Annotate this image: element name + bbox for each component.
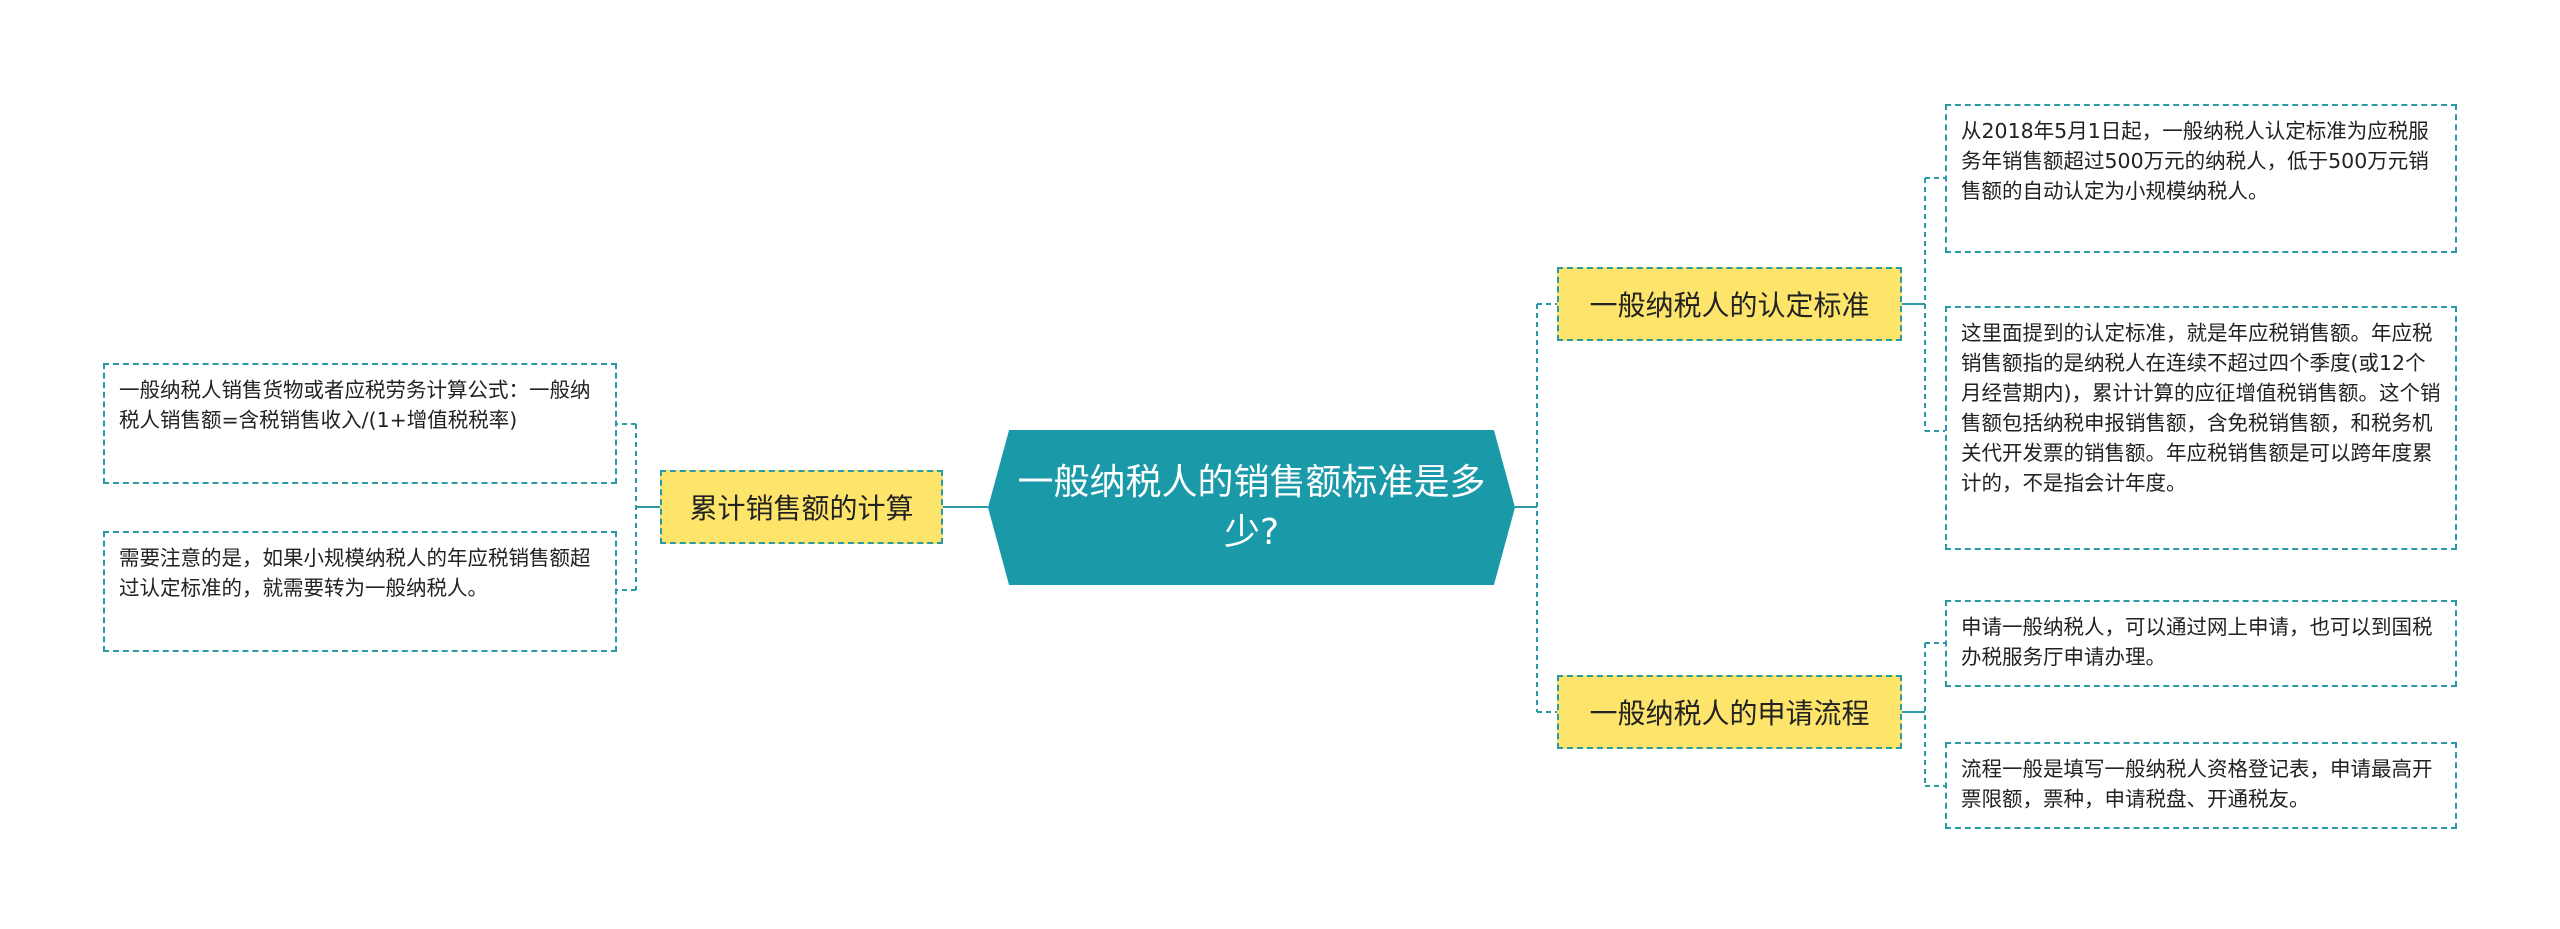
leaf-text: 流程一般是填写一般纳税人资格登记表，申请最高开票限额，票种，申请税盘、开通税友。 — [1961, 757, 2433, 811]
leaf-application-channels[interactable]: 申请一般纳税人，可以通过网上申请，也可以到国税办税服务厅申请办理。 — [1945, 600, 2457, 687]
branch-cumulative-sales-calculation[interactable]: 累计销售额的计算 — [660, 470, 943, 544]
connector-rt-leaves — [1924, 177, 1945, 432]
branch-application-process[interactable]: 一般纳税人的申请流程 — [1557, 675, 1902, 749]
leaf-text: 申请一般纳税人，可以通过网上申请，也可以到国税办税服务厅申请办理。 — [1961, 615, 2433, 669]
leaf-recognition-threshold[interactable]: 从2018年5月1日起，一般纳税人认定标准为应税服务年销售额超过500万元的纳税… — [1945, 104, 2457, 253]
branch-label: 一般纳税人的申请流程 — [1589, 697, 1870, 730]
central-topic[interactable]: 一般纳税人的销售额标准是多少? — [988, 430, 1515, 585]
connector-rb-leaves — [1924, 642, 1945, 787]
leaf-text: 这里面提到的认定标准，就是年应税销售额。年应税销售额指的是纳税人在连续不超过四个… — [1961, 321, 2441, 495]
leaf-annual-taxable-sales[interactable]: 这里面提到的认定标准，就是年应税销售额。年应税销售额指的是纳税人在连续不超过四个… — [1945, 306, 2457, 550]
leaf-conversion-note[interactable]: 需要注意的是，如果小规模纳税人的年应税销售额超过认定标准的，就需要转为一般纳税人… — [103, 531, 617, 652]
leaf-text: 需要注意的是，如果小规模纳税人的年应税销售额超过认定标准的，就需要转为一般纳税人… — [119, 546, 591, 600]
leaf-sales-formula[interactable]: 一般纳税人销售货物或者应税劳务计算公式：一般纳税人销售额=含税销售收入/(1+增… — [103, 363, 617, 484]
branch-label: 一般纳税人的认定标准 — [1589, 289, 1870, 322]
connector-left-leaves — [617, 423, 637, 591]
leaf-application-steps[interactable]: 流程一般是填写一般纳税人资格登记表，申请最高开票限额，票种，申请税盘、开通税友。 — [1945, 742, 2457, 829]
central-topic-title: 一般纳税人的销售额标准是多少? — [1017, 461, 1486, 553]
branch-recognition-standard[interactable]: 一般纳税人的认定标准 — [1557, 267, 1902, 341]
connector-right-branches — [1536, 303, 1557, 713]
branch-label: 累计销售额的计算 — [689, 492, 914, 525]
leaf-text: 一般纳税人销售货物或者应税劳务计算公式：一般纳税人销售额=含税销售收入/(1+增… — [119, 378, 591, 432]
leaf-text: 从2018年5月1日起，一般纳税人认定标准为应税服务年销售额超过500万元的纳税… — [1961, 119, 2429, 203]
